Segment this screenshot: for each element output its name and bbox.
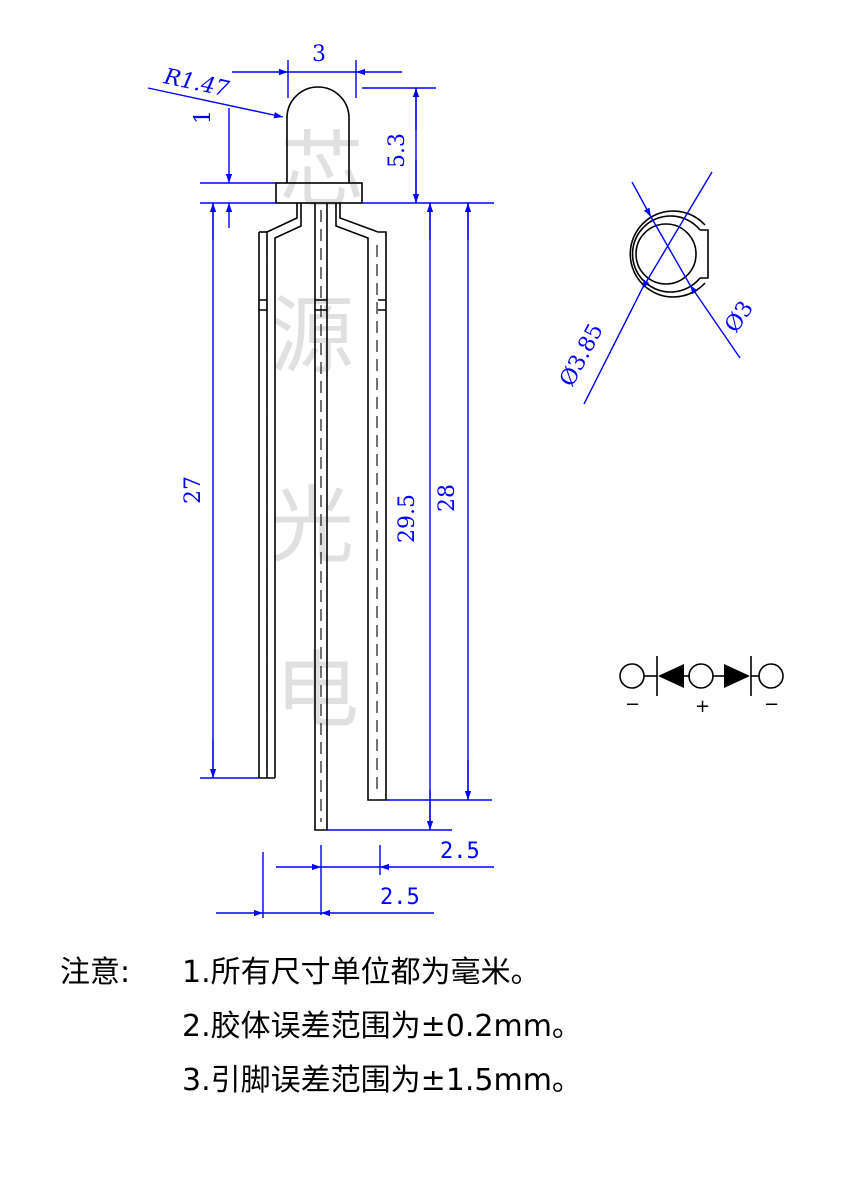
- dim-outer-lead: 28: [435, 484, 460, 512]
- watermark: 芯 源 光 电: [270, 122, 364, 740]
- dim-short-lead: 27: [181, 476, 206, 504]
- watermark-char-1: 芯: [280, 122, 364, 220]
- label-plus: +: [695, 696, 710, 717]
- watermark-char-2: 源: [270, 287, 354, 385]
- note-2: 2.胶体误差范围为±0.2mm。: [182, 1009, 582, 1044]
- lead-left: [258, 203, 302, 779]
- pin-right: [758, 663, 784, 689]
- pin-left: [619, 663, 645, 689]
- dim-flange-offset: 1: [191, 110, 216, 124]
- lead-middle: [314, 203, 328, 831]
- dim-flange-diameter: Ø3.85: [555, 320, 609, 391]
- pin-middle: [688, 663, 714, 689]
- dimensions: 3 R1.47 1 5.3 27 29.5 28: [147, 42, 494, 918]
- led-dome: [286, 86, 350, 183]
- note-1: 1.所有尺寸单位都为毫米。: [182, 955, 541, 990]
- schematic: − + −: [619, 656, 784, 717]
- diode-left: [658, 664, 684, 688]
- dim-body-height: 5.3: [385, 133, 410, 168]
- flange-outline: [631, 215, 709, 293]
- dim-middle-lead: 29.5: [395, 494, 420, 543]
- led-flange: [275, 182, 363, 204]
- watermark-char-4: 电: [275, 642, 359, 740]
- note-3: 3.引脚误差范围为±1.5mm。: [182, 1063, 582, 1098]
- dim-pitch-right: 2.5: [440, 839, 480, 864]
- dim-body-diameter: Ø3: [720, 297, 759, 338]
- notes: 注意: 1.所有尺寸单位都为毫米。 2.胶体误差范围为±0.2mm。 3.引脚误…: [60, 955, 582, 1098]
- label-minus-left: −: [625, 694, 640, 715]
- dim-body-width: 3: [312, 42, 326, 67]
- dim-pitch-left: 2.5: [380, 885, 420, 910]
- watermark-char-3: 光: [270, 477, 354, 575]
- diode-right: [724, 664, 750, 688]
- label-minus-right: −: [764, 694, 779, 715]
- dim-radius: R1.47: [161, 64, 231, 102]
- body-circle: [635, 223, 697, 285]
- notes-heading: 注意:: [60, 955, 130, 990]
- top-view: Ø3.85 Ø3: [555, 171, 759, 405]
